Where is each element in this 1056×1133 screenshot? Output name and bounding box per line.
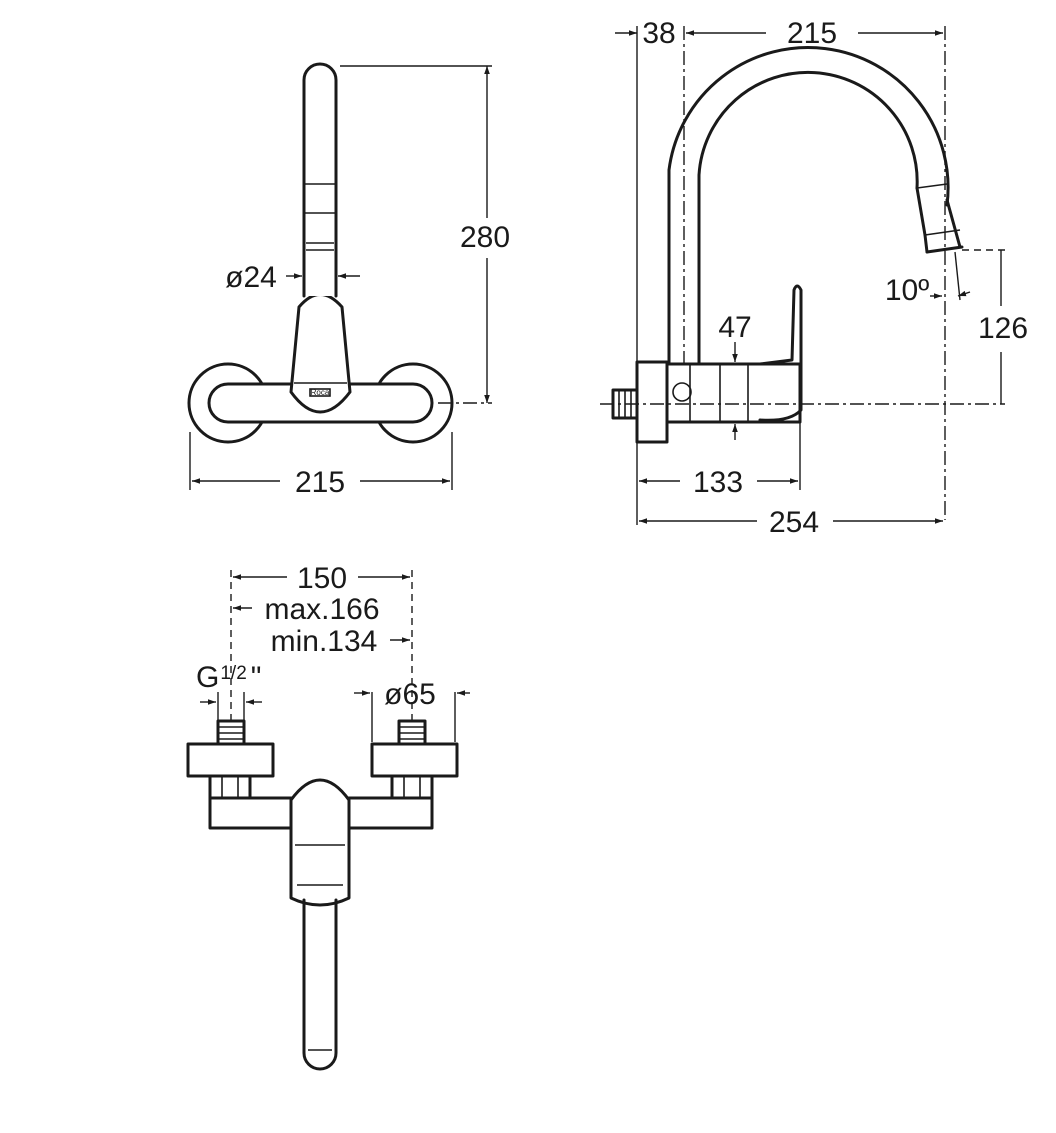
dim-reach-215: 215	[787, 17, 837, 50]
side-handle	[758, 284, 803, 422]
thread-size-label: G1/2"	[196, 661, 261, 694]
front-view: Roca 280 ø24 215	[187, 62, 510, 499]
dim-spout-height-126: 126	[978, 312, 1028, 345]
dim-handle-47: 47	[718, 311, 751, 344]
dim-spout-angle: 10º	[885, 274, 929, 307]
dim-height-280: 280	[460, 221, 510, 254]
dim-width-215: 215	[295, 466, 345, 499]
dim-offset-38: 38	[642, 17, 675, 50]
dim-flange-diameter-65: ø65	[384, 678, 436, 711]
spout-front	[302, 62, 338, 298]
brand-mark: Roca	[311, 388, 330, 397]
top-spout	[302, 898, 338, 1071]
spout-side	[667, 45, 950, 366]
side-view: 38 215 126 10º 47 133 254	[600, 17, 1028, 539]
dim-max-166: max.166	[264, 593, 379, 626]
side-body	[665, 362, 802, 424]
top-handle	[289, 778, 351, 907]
dim-spout-diameter: ø24	[225, 261, 277, 294]
right-inlet	[370, 719, 459, 800]
top-view: 150 max.166 min.134 G1/2" ø65	[186, 562, 470, 1071]
dim-total-depth-254: 254	[769, 506, 819, 539]
dim-min-134: min.134	[271, 625, 378, 658]
side-flange	[635, 360, 669, 444]
left-inlet	[186, 719, 275, 800]
dim-body-depth-133: 133	[693, 466, 743, 499]
dim-centers-150: 150	[297, 562, 347, 595]
